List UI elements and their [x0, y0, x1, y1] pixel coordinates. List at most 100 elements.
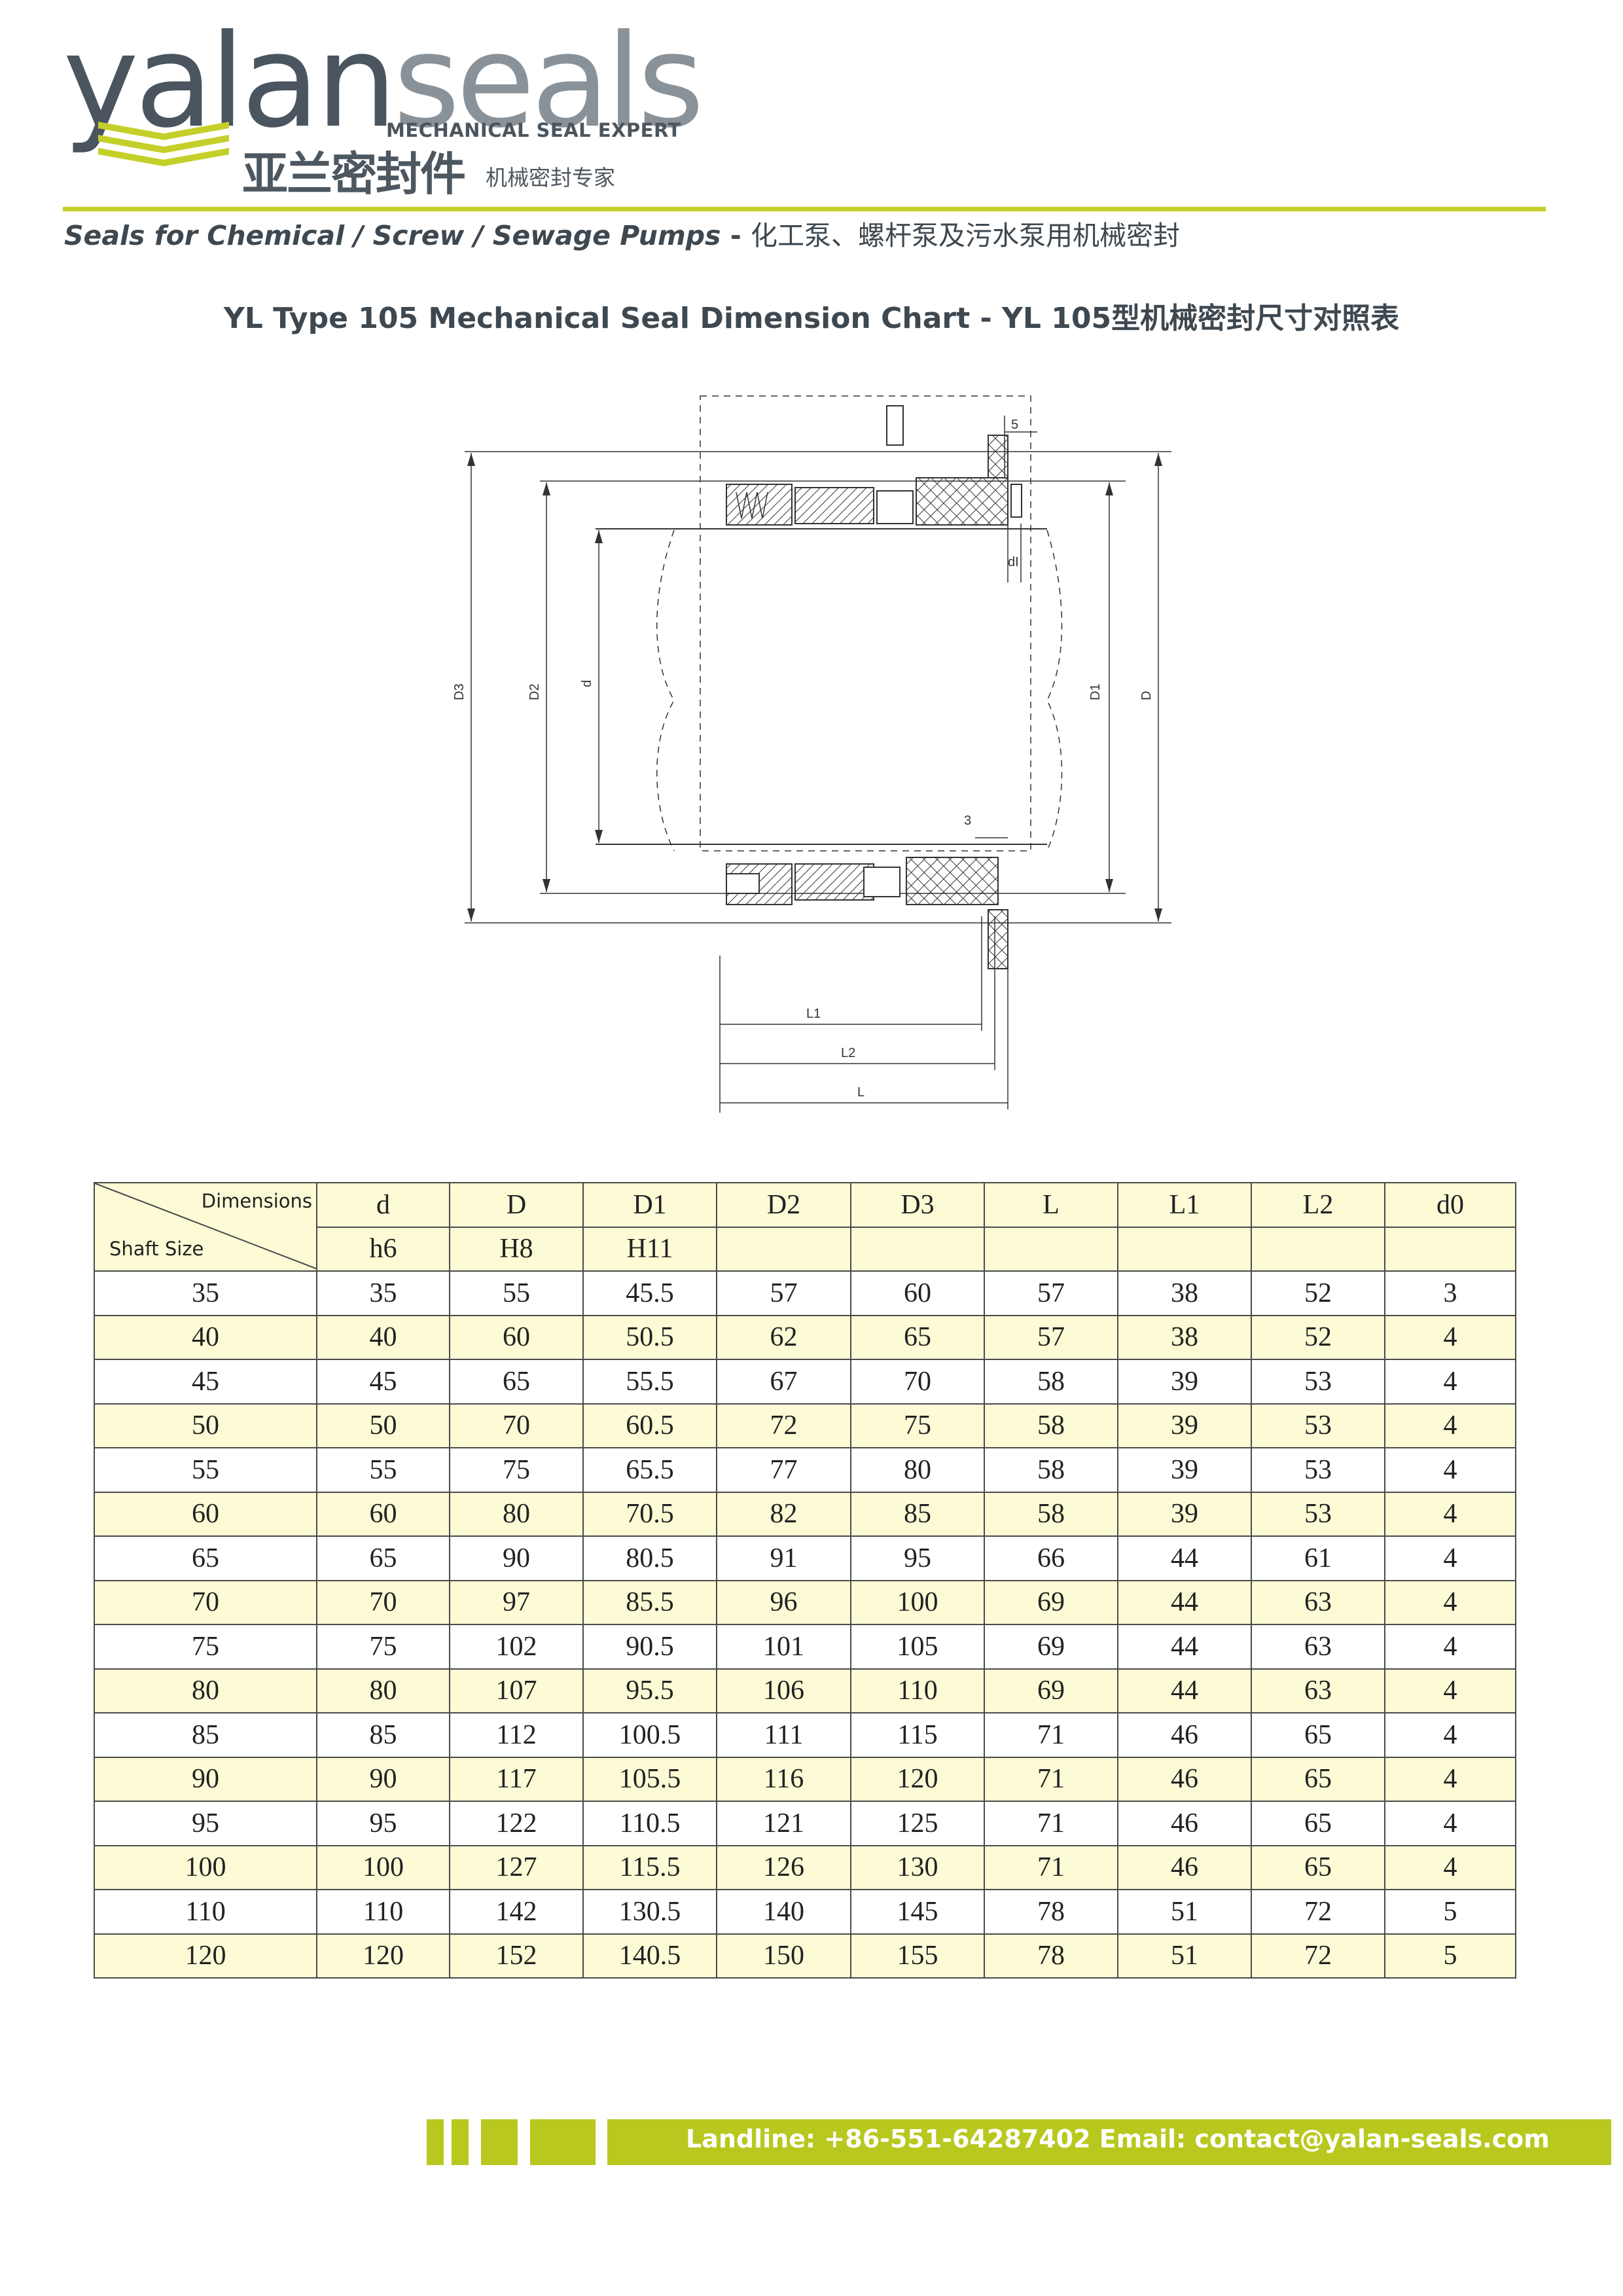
column-header-d0: d0 [1384, 1182, 1516, 1228]
shaft-size-cell: 95 [94, 1801, 317, 1846]
table-cell: 155 [850, 1933, 985, 1979]
table-cell: 58 [984, 1447, 1118, 1493]
table-cell: 126 [716, 1844, 851, 1890]
column-header-d: d [316, 1182, 450, 1228]
table-cell: 121 [716, 1801, 851, 1846]
table-cell: 71 [984, 1756, 1118, 1802]
table-cell: 80 [850, 1447, 985, 1493]
table-cell: 80.5 [582, 1535, 717, 1581]
table-cell: 110.5 [582, 1801, 717, 1846]
table-cell: 44 [1117, 1535, 1252, 1581]
table-cell: 140 [716, 1889, 851, 1935]
table-cell: 72 [1251, 1933, 1385, 1979]
table-cell: 51 [1117, 1933, 1252, 1979]
table-cell: 62 [716, 1314, 851, 1360]
table-cell: 61 [1251, 1535, 1385, 1581]
table-cell: 125 [850, 1801, 985, 1846]
table-cell: 38 [1117, 1314, 1252, 1360]
table-cell: 150 [716, 1933, 851, 1979]
column-tolerance [850, 1226, 985, 1272]
table-cell: 3 [1384, 1270, 1516, 1316]
table-cell: 5 [1384, 1933, 1516, 1979]
table-cell: 80 [449, 1491, 584, 1537]
table-cell: 39 [1117, 1359, 1252, 1405]
table-cell: 65 [1251, 1801, 1385, 1846]
shaft-size-cell: 110 [94, 1889, 317, 1935]
table-cell: 69 [984, 1579, 1118, 1625]
table-cell: 65.5 [582, 1447, 717, 1493]
table-cell: 4 [1384, 1712, 1516, 1758]
table-cell: 45 [316, 1359, 450, 1405]
table-cell: 80 [316, 1668, 450, 1713]
logo-chevron-icon [98, 122, 229, 166]
column-tolerance [984, 1226, 1118, 1272]
table-cell: 142 [449, 1889, 584, 1935]
table-cell: 65 [1251, 1712, 1385, 1758]
table-cell: 60.5 [582, 1403, 717, 1448]
table-cell: 4 [1384, 1579, 1516, 1625]
table-cell: 65 [316, 1535, 450, 1581]
table-cell: 53 [1251, 1403, 1385, 1448]
table-cell: 4 [1384, 1844, 1516, 1890]
footer-contact: Landline: +86-551-64287402 Email: contac… [686, 2125, 1550, 2153]
table-cell: 35 [316, 1270, 450, 1316]
table-cell: 65 [1251, 1756, 1385, 1802]
table-cell: 75 [316, 1624, 450, 1670]
table-cell: 65 [850, 1314, 985, 1360]
column-header-d3: D3 [850, 1182, 985, 1228]
table-cell: 58 [984, 1403, 1118, 1448]
table-cell: 122 [449, 1801, 584, 1846]
table-cell: 120 [850, 1756, 985, 1802]
column-tolerance: H11 [582, 1226, 717, 1272]
table-cell: 60 [449, 1314, 584, 1360]
table-cell: 65 [449, 1359, 584, 1405]
table-cell: 112 [449, 1712, 584, 1758]
table-cell: 39 [1117, 1403, 1252, 1448]
table-cell: 117 [449, 1756, 584, 1802]
table-cell: 55 [449, 1270, 584, 1316]
table-cell: 5 [1384, 1889, 1516, 1935]
column-header-d: D [449, 1182, 584, 1228]
table-cell: 90 [449, 1535, 584, 1581]
column-header-l2: L2 [1251, 1182, 1385, 1228]
table-cell: 39 [1117, 1447, 1252, 1493]
brand-tagline-cn: 机械密封专家 [486, 165, 615, 190]
shaft-size-cell: 50 [94, 1403, 317, 1448]
table-cell: 4 [1384, 1491, 1516, 1537]
table-cell: 106 [716, 1668, 851, 1713]
table-cell: 46 [1117, 1712, 1252, 1758]
table-cell: 100 [316, 1844, 450, 1890]
column-header-d1: D1 [582, 1182, 717, 1228]
page-subtitle: Seals for Chemical / Screw / Sewage Pump… [64, 213, 1180, 253]
table-cell: 60 [850, 1270, 985, 1316]
label-D1: D1 [1088, 683, 1103, 700]
shaft-size-cell: 40 [94, 1314, 317, 1360]
column-header-d2: D2 [716, 1182, 851, 1228]
table-cell: 75 [449, 1447, 584, 1493]
label-d: d [580, 680, 594, 687]
table-cell: 66 [984, 1535, 1118, 1581]
table-cell: 57 [716, 1270, 851, 1316]
page-title: YL Type 105 Mechanical Seal Dimension Ch… [223, 302, 1400, 335]
table-cell: 38 [1117, 1270, 1252, 1316]
table-cell: 4 [1384, 1403, 1516, 1448]
column-tolerance [1384, 1226, 1516, 1272]
column-tolerance: h6 [316, 1226, 450, 1272]
table-cell: 52 [1251, 1314, 1385, 1360]
shaft-size-cell: 45 [94, 1359, 317, 1405]
table-cell: 46 [1117, 1756, 1252, 1802]
shaft-size-cell: 60 [94, 1491, 317, 1537]
footer-accent-block [452, 2119, 469, 2165]
table-cell: 96 [716, 1579, 851, 1625]
table-cell: 90 [316, 1756, 450, 1802]
table-cell: 145 [850, 1889, 985, 1935]
table-cell: 102 [449, 1624, 584, 1670]
table-cell: 82 [716, 1491, 851, 1537]
table-cell: 90.5 [582, 1624, 717, 1670]
table-cell: 58 [984, 1491, 1118, 1537]
